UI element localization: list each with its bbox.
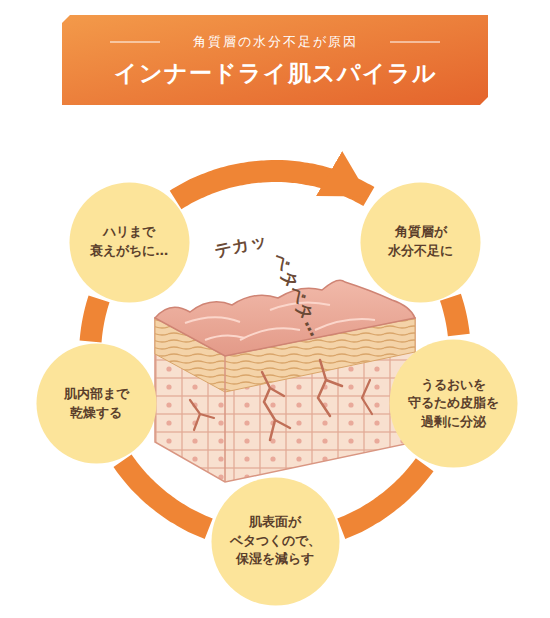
step-text: ハリまで 衰えがちに… <box>79 223 179 261</box>
circle-shape <box>360 182 481 303</box>
circle-outline <box>361 182 481 302</box>
cycle-arrow <box>341 465 424 529</box>
step-circle: 角質層が 水分不足に <box>360 182 481 303</box>
circle-shape <box>36 343 157 464</box>
cycle-arrow <box>123 461 209 529</box>
circle-outline <box>36 344 156 464</box>
title-banner <box>62 15 488 105</box>
cycle-arrow <box>91 299 99 342</box>
circle-shape <box>69 182 190 303</box>
skin-illustration <box>155 280 415 482</box>
subtitle: 角質層の水分不足が原因 <box>62 33 488 51</box>
step-circle: 肌内部まで 乾燥する <box>36 343 157 464</box>
step-circle: 肌表面が ベタつくので、 保湿を減らす <box>211 477 340 606</box>
diagram-title: インナードライ肌スパイラル <box>62 58 488 89</box>
step-text: 肌表面が ベタつくので、 保湿を減らす <box>225 513 325 570</box>
circle-outline <box>390 340 518 468</box>
circle-outline <box>211 477 339 605</box>
step-circle: うるおいを 守るため皮脂を 過剰に分泌 <box>389 339 518 468</box>
cycle-arrow <box>176 171 369 200</box>
circle-outline <box>69 182 189 302</box>
step-text: うるおいを 守るため皮脂を 過剰に分泌 <box>404 376 504 433</box>
step-circle: ハリまで 衰えがちに… <box>69 182 190 303</box>
onomatopoeia: テカッ <box>212 229 270 263</box>
cycle-arrow <box>450 297 458 335</box>
step-text: 角質層が 水分不足に <box>371 223 471 261</box>
step-text: 肌内部まで 乾燥する <box>46 385 146 423</box>
